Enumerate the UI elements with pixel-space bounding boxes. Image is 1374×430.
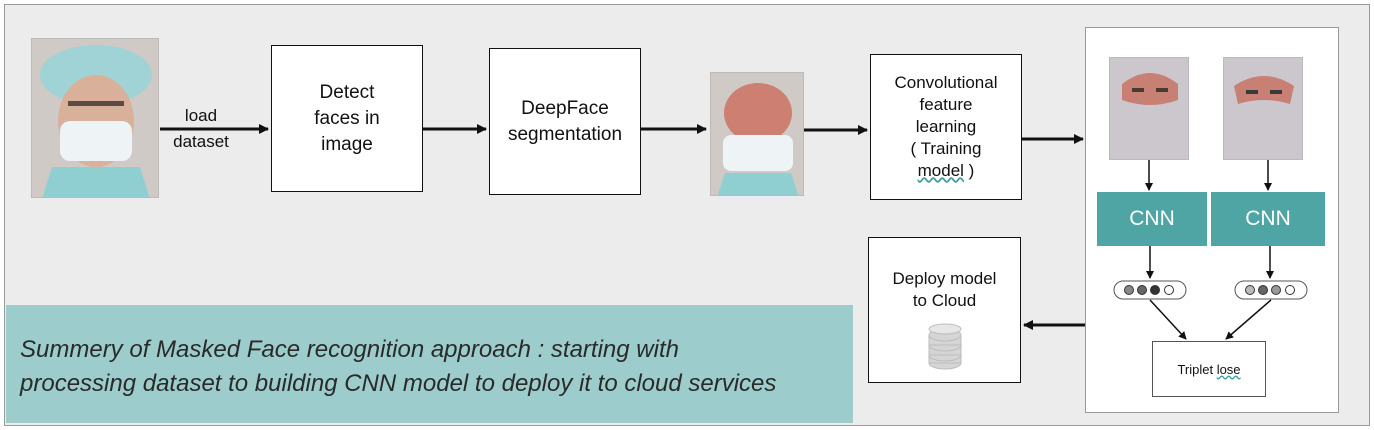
convolutional-feature-learning-box: Convolutional feature learning ( Trainin… <box>870 54 1022 200</box>
triplet-loss-box: Triplet lose <box>1152 341 1266 397</box>
eyes-crop-left <box>1109 57 1189 160</box>
deepface-segmentation-box: DeepFace segmentation <box>489 48 641 195</box>
segmented-face-photo <box>710 72 804 196</box>
database-icon <box>927 323 963 376</box>
eyes-crop-right <box>1223 57 1303 160</box>
masked-face-photo <box>31 38 159 198</box>
embedding-vector-left <box>1113 280 1187 305</box>
caption-line-2: processing dataset to building CNN model… <box>20 370 777 397</box>
caption-banner: Summery of Masked Face recognition appro… <box>6 305 853 423</box>
detect-faces-box: Detect faces in image <box>271 45 423 192</box>
embedding-vector-right <box>1234 280 1308 305</box>
cnn-block-right: CNN <box>1211 192 1325 246</box>
load-label: load dataset <box>173 106 229 151</box>
caption-line-1: Summery of Masked Face recognition appro… <box>20 336 679 363</box>
cnn-block-left: CNN <box>1097 192 1207 246</box>
